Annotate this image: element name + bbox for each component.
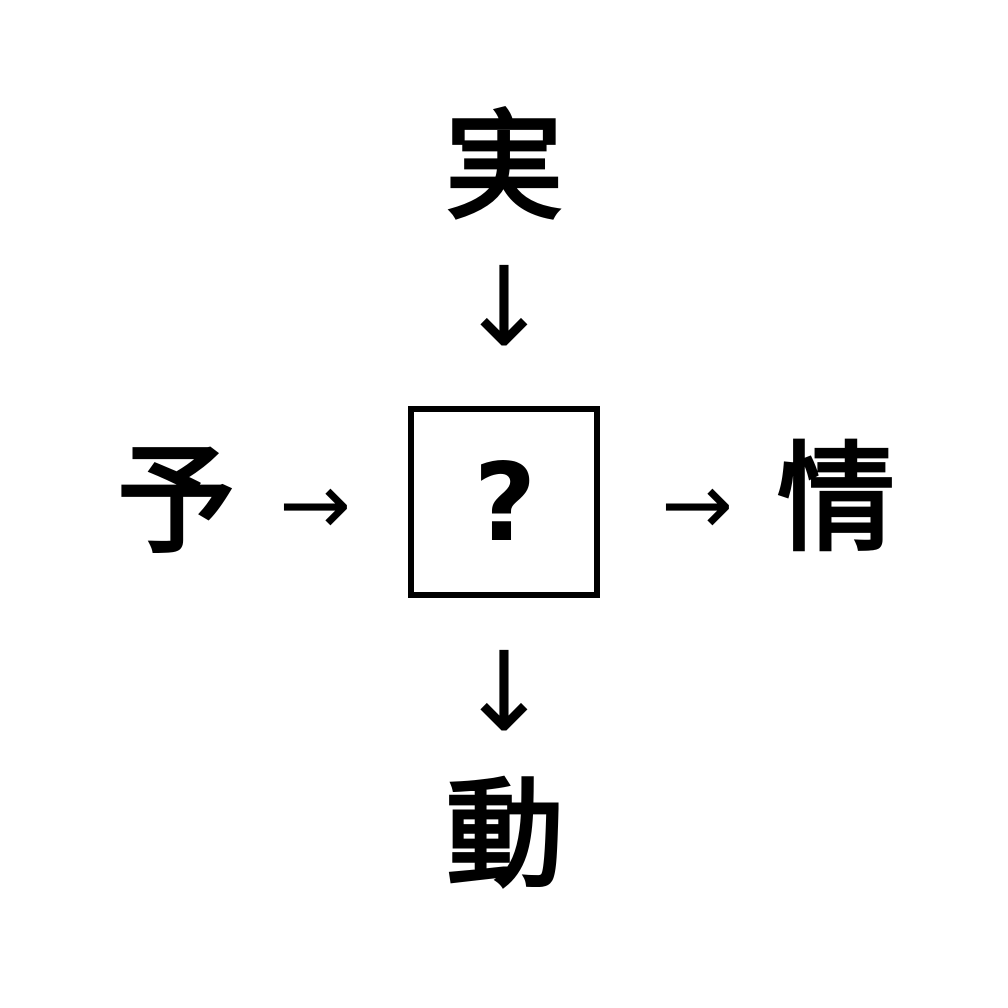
arrow-right-icon-right: → (660, 455, 734, 555)
kanji-left: 予 (116, 432, 235, 570)
kanji-top: 実 (444, 98, 563, 236)
arrow-down-icon-top: ↓ (457, 243, 551, 371)
kanji-right: 情 (776, 430, 895, 568)
question-mark-glyph: ? (473, 441, 537, 566)
arrow-down-icon-bottom: ↓ (457, 628, 551, 756)
arrow-right-icon-left: → (278, 455, 352, 555)
missing-kanji-box[interactable]: ? (408, 406, 600, 598)
kanji-bottom: 動 (445, 766, 564, 904)
